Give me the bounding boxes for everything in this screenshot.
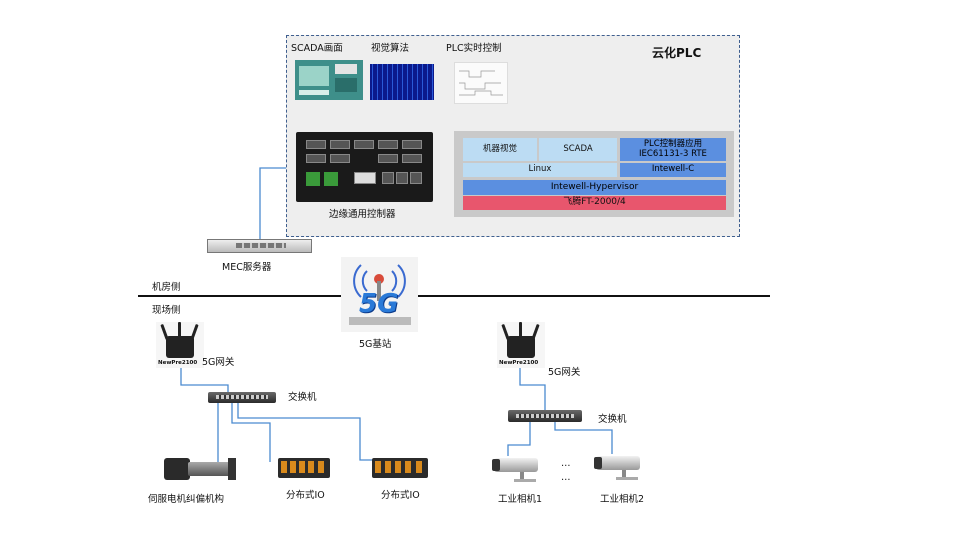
right-gateway-label: 5G网关 (548, 367, 581, 378)
io-module-1-image (278, 458, 330, 478)
stack-scada: SCADA (539, 138, 617, 161)
scada-screen-label: SCADA画面 (291, 43, 343, 54)
plc-screen-label: PLC实时控制 (446, 43, 502, 54)
left-gateway-model: NewPre2100 (158, 360, 198, 366)
zone-divider (138, 295, 770, 297)
io-module-2-image (372, 458, 428, 478)
left-gateway-antenna-icon (178, 322, 181, 338)
mec-server-image (207, 239, 312, 253)
plc-screen-image (454, 62, 508, 104)
base-station-label: 5G基站 (359, 339, 392, 350)
mec-server-label: MEC服务器 (222, 262, 272, 273)
link-controller-mec (259, 167, 296, 240)
right-gateway-antenna-icon (519, 322, 522, 338)
link-switch-cam1 (507, 422, 531, 456)
stack-plc-app-line1: PLC控制器应用 (643, 139, 703, 150)
plc-waveform-icon (459, 70, 503, 96)
right-gateway-model: NewPre2100 (499, 360, 539, 366)
vision-screen-label: 视觉算法 (371, 43, 410, 54)
antenna-signal-icon (349, 264, 411, 325)
left-switch-image (208, 392, 276, 403)
right-gateway-body (507, 336, 535, 358)
field-side-label: 现场侧 (152, 305, 181, 316)
edge-controller-image (296, 132, 433, 202)
stack-hypervisor: Intewell-Hypervisor (463, 180, 726, 195)
software-stack: 机器视觉 SCADA PLC控制器应用 IEC61131-3 RTE Linux… (454, 131, 734, 217)
io-module-2-label: 分布式IO (381, 490, 420, 501)
camera-1-image (490, 454, 550, 484)
camera-1-label: 工业相机1 (498, 494, 543, 505)
link-switch-io2 (237, 403, 372, 461)
left-switch-label: 交换机 (288, 392, 317, 403)
left-gateway: NewPre2100 (156, 322, 204, 368)
vision-screen-image (370, 64, 434, 100)
stack-cpu: 飞腾FT-2000/4 (463, 196, 726, 210)
cloud-plc-title: 云化PLC (652, 46, 702, 60)
right-switch-label: 交换机 (598, 414, 627, 425)
camera-ellipsis-bottom: … (561, 472, 571, 483)
stack-plc-app-line2: IEC61131-3 RTE (639, 148, 707, 159)
io-module-1-label: 分布式IO (286, 490, 325, 501)
camera-ellipsis-top: … (561, 458, 571, 469)
5g-badge: 5G (359, 289, 399, 319)
link-switch-io1 (231, 403, 271, 462)
servo-mechanism-image (158, 452, 240, 488)
machine-room-label: 机房侧 (152, 282, 181, 293)
right-switch-image (508, 410, 582, 422)
link-gw-left-switch (180, 362, 229, 392)
right-gateway: NewPre2100 (497, 322, 545, 368)
stack-linux: Linux (463, 163, 617, 177)
stack-machine-vision: 机器视觉 (463, 138, 537, 161)
camera-2-label: 工业相机2 (600, 494, 645, 505)
servo-label: 伺服电机纠偏机构 (148, 494, 225, 505)
link-gw-right-switch (519, 362, 546, 410)
edge-controller-label: 边缘通用控制器 (329, 209, 396, 220)
left-gateway-body (166, 336, 194, 358)
stack-intewell-c: Intewell-C (620, 163, 726, 177)
camera-2-image (592, 452, 652, 482)
base-station-image: 5G (341, 257, 418, 332)
stack-plc-app: PLC控制器应用 IEC61131-3 RTE (620, 138, 726, 161)
left-gateway-label: 5G网关 (202, 357, 235, 368)
scada-screen-image (295, 60, 363, 100)
link-switch-cam2 (554, 422, 613, 454)
